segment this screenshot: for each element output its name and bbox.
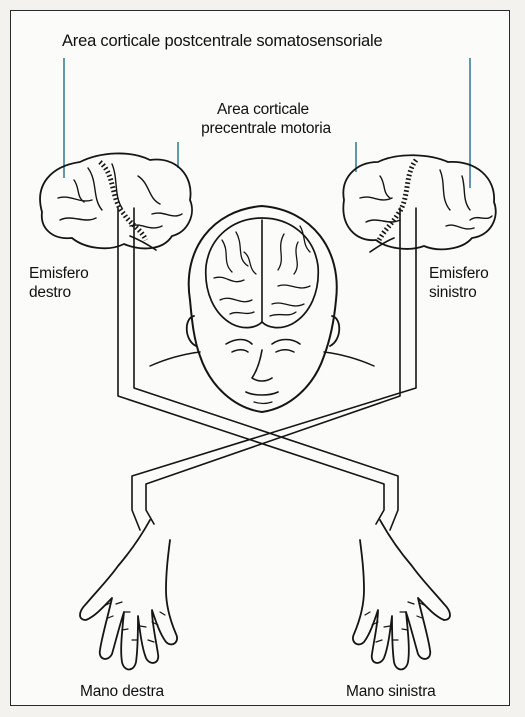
label-right-hand: Mano destra (80, 682, 164, 701)
label-left-hand: Mano sinistra (346, 682, 436, 701)
label-postcentral-somatosensory-area: Area corticale postcentrale somatosensor… (62, 32, 382, 51)
right-hemisphere-brain (40, 153, 192, 250)
label-precentral-line1: Area corticale (203, 100, 323, 119)
left-hand (353, 520, 450, 670)
crossing-pathways (118, 208, 416, 530)
left-hemisphere-brain (343, 155, 495, 252)
label-right-hemisphere-line1: Emisfero (29, 264, 89, 283)
label-right-hemisphere-line2: destro (29, 283, 71, 302)
label-precentral-line2: precentrale motoria (176, 119, 356, 138)
head-with-brain (150, 206, 374, 412)
right-hand (80, 520, 177, 670)
label-left-hemisphere-line2: sinistro (429, 283, 477, 302)
label-left-hemisphere-line1: Emisfero (429, 264, 489, 283)
